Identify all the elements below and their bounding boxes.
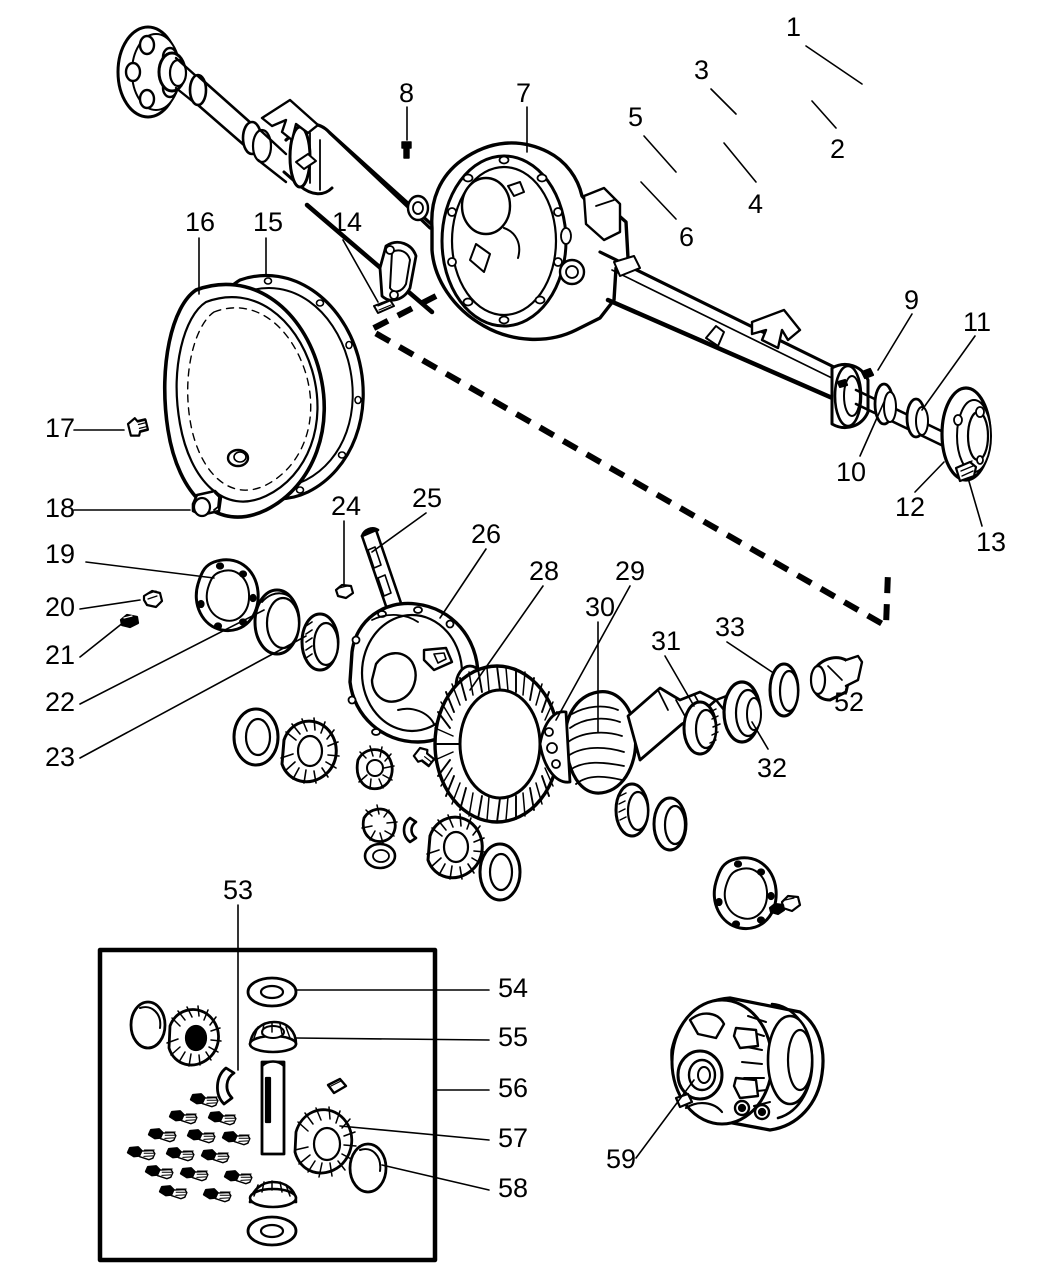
callout-33: 33: [715, 612, 746, 642]
limited-slip-assembly-art: [670, 996, 825, 1132]
callout-11: 11: [963, 307, 992, 337]
callout-26: 26: [471, 519, 502, 549]
callout-10: 10: [836, 457, 867, 487]
leader-lines: [73, 45, 983, 1191]
right-axle-shaft-parts: [830, 363, 992, 483]
loose-differential-gears: [232, 707, 802, 931]
callout-7: 7: [516, 78, 532, 108]
inset-box-art: [97, 947, 438, 1263]
callout-31: 31: [651, 626, 682, 656]
callout-14: 14: [332, 207, 363, 237]
callout-8: 8: [399, 78, 415, 108]
callout-5: 5: [628, 102, 644, 132]
callout-24: 24: [331, 491, 362, 521]
housing-vent-bolt-art: [401, 141, 412, 159]
callout-15: 15: [253, 207, 284, 237]
callout-28: 28: [529, 556, 560, 586]
right-axle-tube: [598, 250, 849, 407]
left-axle-shaft-hub: [116, 25, 442, 315]
callout-52: 52: [834, 687, 865, 717]
brake-hose-bracket-art: [373, 241, 418, 314]
pinion-bearing-stack-art: [682, 654, 864, 756]
callout-18: 18: [45, 493, 76, 523]
callout-16: 16: [185, 207, 216, 237]
bearing-cap-assembly-art: [119, 558, 340, 672]
callout-9: 9: [904, 285, 920, 315]
assembly-centerline: [367, 293, 891, 629]
callout-3: 3: [694, 55, 710, 85]
callout-4: 4: [748, 189, 764, 219]
callout-22: 22: [45, 687, 76, 717]
callout-29: 29: [615, 556, 646, 586]
callout-55: 55: [498, 1022, 529, 1052]
callout-2: 2: [830, 134, 846, 164]
axle-housing-center: [406, 141, 630, 341]
callout-30: 30: [585, 592, 616, 622]
callout-21: 21: [45, 640, 76, 670]
callout-1: 1: [786, 12, 802, 42]
callout-20: 20: [45, 592, 76, 622]
callout-54: 54: [498, 973, 529, 1003]
callout-25: 25: [412, 483, 443, 513]
callout-59: 59: [606, 1144, 637, 1174]
callout-17: 17: [45, 413, 76, 443]
callout-53: 53: [223, 875, 254, 905]
callout-58: 58: [498, 1173, 529, 1203]
callout-57: 57: [498, 1123, 529, 1153]
callout-12: 12: [895, 492, 926, 522]
callout-6: 6: [679, 222, 695, 252]
callout-56: 56: [498, 1073, 529, 1103]
callout-32: 32: [757, 753, 788, 783]
callout-23: 23: [45, 742, 76, 772]
callout-13: 13: [976, 527, 1007, 557]
callout-19: 19: [45, 539, 76, 569]
differential-cover-assembly-art: [126, 274, 365, 519]
drive-pinion-art: [538, 686, 752, 795]
